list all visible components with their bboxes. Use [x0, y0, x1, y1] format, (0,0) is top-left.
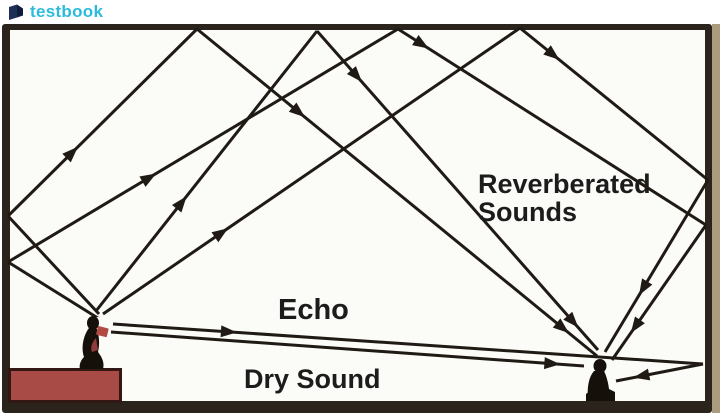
dry-sound-path: [110, 330, 585, 370]
arrowhead-icon: [139, 173, 157, 187]
page-edge-strip: [712, 24, 720, 413]
arrowhead-icon: [62, 146, 78, 163]
echo-label: Echo: [278, 294, 349, 326]
arrowhead-icon: [412, 34, 429, 49]
logo-wordmark: testbook: [30, 2, 104, 21]
left-wall-ceiling-right-wall-reflection: [7, 27, 708, 361]
person-listening-seated: [586, 359, 615, 401]
book-in-hands: [96, 326, 109, 338]
ceiling-reflection: [94, 30, 600, 351]
arrowhead-icon: [288, 102, 305, 118]
arrowhead-icon: [220, 325, 237, 338]
arrowhead-icon: [171, 196, 187, 213]
left-wall-ceiling-reflection: [6, 27, 598, 358]
person-speaking-on-platform: [79, 316, 109, 369]
arrowhead-icon: [543, 45, 560, 60]
ceiling-right-wall-reflection: [102, 26, 710, 353]
stage-platform: [8, 368, 122, 403]
book-icon: [9, 4, 23, 20]
arrowhead-icon: [563, 311, 579, 328]
arrowhead-icon: [543, 357, 561, 370]
arrowhead-icon: [633, 368, 651, 381]
arrowhead-icon: [638, 278, 653, 296]
arrowhead-icon: [630, 316, 645, 333]
sound-ray-lines: [6, 26, 710, 383]
dry-sound-label: Dry Sound: [244, 364, 381, 394]
reverberated-sounds-label: Reverberated Sounds: [478, 169, 651, 227]
testbook-logo[interactable]: testbook: [8, 2, 103, 22]
arrowhead-icon: [346, 66, 362, 83]
echo-path: [112, 322, 704, 383]
arrowhead-icon: [211, 228, 229, 243]
arrowhead-icon: [552, 318, 569, 334]
